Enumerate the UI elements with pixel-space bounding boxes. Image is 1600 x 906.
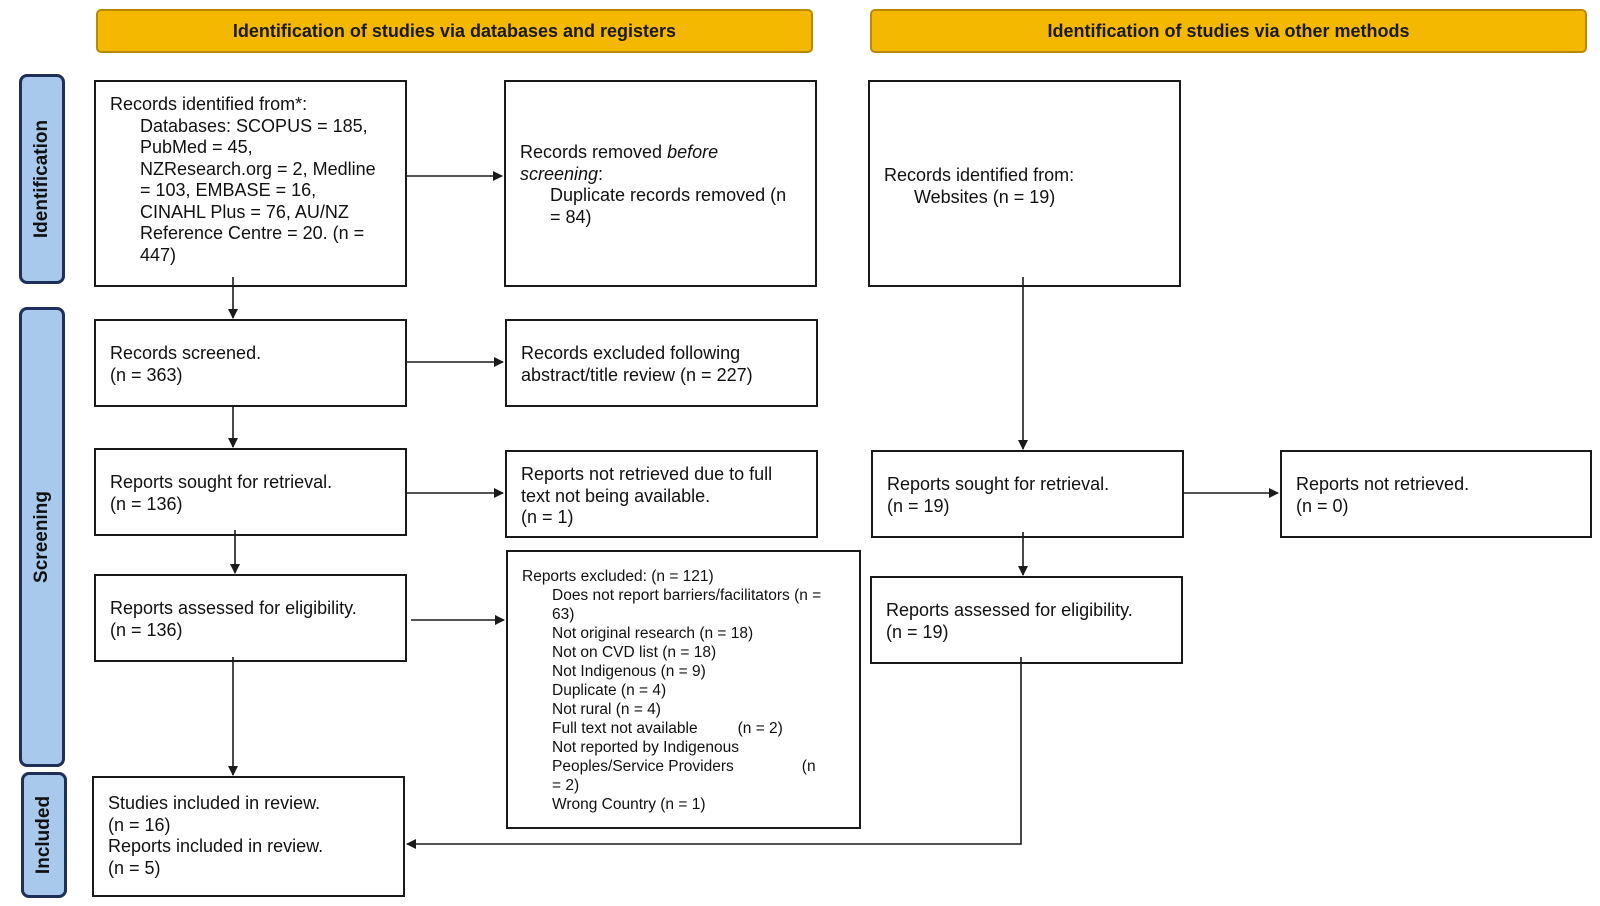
reports-included-label: Reports included in review.: [108, 836, 324, 856]
reports-excluded-part: Full text not available: [552, 720, 698, 737]
records-removed-box: Records removed before screening: Duplic…: [504, 80, 817, 287]
reports-sought-other-title: Reports sought for retrieval.: [887, 474, 1110, 494]
reports-excluded-line: Not Indigenous (n = 9): [552, 663, 706, 680]
records-identified-line: CINAHL Plus = 76, AU/NZ: [140, 201, 349, 222]
records-screened-title: Records screened.: [110, 343, 262, 363]
not-retrieved-db-line-1: Reports not retrieved due to full: [521, 464, 773, 484]
reports-excluded-title: Reports excluded: (n = 121): [522, 568, 714, 585]
records-identified-line: PubMed = 45,: [140, 137, 253, 157]
reports-excluded-line: = 2): [552, 777, 580, 794]
reports-excluded-box: Reports excluded: (n = 121) Does not rep…: [506, 550, 861, 829]
records-identified-line: Reference Centre = 20. (n =: [140, 223, 365, 243]
records-removed-line: Duplicate records removed (n: [550, 185, 787, 205]
not-retrieved-db-line-3: (n = 1): [521, 507, 574, 527]
reports-excluded-line: Not original research (n = 18): [552, 625, 754, 642]
records-removed-title: Records removed before: [520, 142, 801, 164]
studies-included-label: Studies included in review.: [108, 793, 321, 813]
reports-not-retrieved-db-box: Reports not retrieved due to full text n…: [505, 450, 818, 538]
arrow-other-assessed-to-included: [406, 657, 1022, 849]
records-identified-line: Databases: SCOPUS = 185,: [140, 115, 368, 136]
reports-assessed-db-title: Reports assessed for eligibility.: [110, 598, 357, 618]
records-identified-title: Records identified from*:: [110, 94, 308, 114]
records-removed-title-em: before: [667, 142, 719, 162]
records-excluded-line-1: Records excluded following: [521, 343, 741, 363]
not-retrieved-db-line-2: text not being available.: [521, 485, 711, 506]
reports-sought-other-n: (n = 19): [887, 495, 950, 516]
reports-sought-db-title: Reports sought for retrieval.: [110, 472, 333, 492]
reports-excluded-part: Peoples/Service Providers: [552, 758, 734, 775]
records-identified-line: NZResearch.org = 2, Medline: [140, 158, 376, 179]
records-excluded-box: Records excluded following abstract/titl…: [505, 319, 818, 407]
included-box: Studies included in review. (n = 16) Rep…: [92, 776, 405, 897]
records-removed-title-2: screening:: [520, 164, 801, 186]
reports-excluded-line: Not on CVD list (n = 18): [552, 644, 717, 661]
reports-assessed-other-box: Reports assessed for eligibility. (n = 1…: [870, 576, 1183, 664]
reports-excluded-part: (n = 2): [737, 720, 783, 737]
studies-included-n: (n = 16): [108, 814, 171, 835]
reports-sought-db-box: Reports sought for retrieval. (n = 136): [94, 448, 407, 536]
reports-excluded-line: Does not report barriers/facilitators (n…: [552, 587, 822, 604]
phase-identification: Identification: [19, 74, 65, 284]
reports-assessed-other-n: (n = 19): [886, 621, 949, 642]
records-excluded-line-2: abstract/title review (n = 227): [521, 364, 753, 385]
reports-sought-other-box: Reports sought for retrieval. (n = 19): [871, 450, 1184, 538]
header-other-methods: Identification of studies via other meth…: [870, 9, 1587, 53]
reports-excluded-line: Not rural (n = 4): [552, 701, 661, 718]
reports-included-n: (n = 5): [108, 857, 161, 878]
records-removed-title-em2: screening: [520, 163, 599, 184]
reports-not-retrieved-other-box: Reports not retrieved. (n = 0): [1280, 450, 1592, 538]
records-removed-title-plain: Records removed: [520, 142, 668, 162]
reports-excluded-line: Full text not available (n = 2): [522, 719, 845, 738]
reports-assessed-other-title: Reports assessed for eligibility.: [886, 600, 1133, 620]
records-identified-line: 447): [140, 244, 177, 265]
reports-excluded-line: Duplicate (n = 4): [552, 682, 667, 699]
reports-assessed-db-n: (n = 136): [110, 619, 183, 640]
phase-screening: Screening: [19, 307, 65, 767]
other-identified-box: Records identified from: Websites (n = 1…: [868, 80, 1181, 287]
reports-sought-db-n: (n = 136): [110, 493, 183, 514]
reports-assessed-db-box: Reports assessed for eligibility. (n = 1…: [94, 574, 407, 662]
records-removed-line: = 84): [550, 206, 592, 227]
other-identified-title: Records identified from:: [884, 165, 1075, 185]
not-retrieved-other-title: Reports not retrieved.: [1296, 474, 1470, 494]
header-databases-registers: Identification of studies via databases …: [96, 9, 813, 53]
phase-included: Included: [21, 772, 67, 898]
other-identified-line: Websites (n = 19): [914, 186, 1056, 207]
reports-excluded-line: Peoples/Service Providers (n: [522, 757, 845, 776]
records-removed-colon: :: [598, 163, 604, 184]
records-identified-box: Records identified from*: Databases: SCO…: [94, 80, 407, 287]
records-screened-n: (n = 363): [110, 364, 183, 385]
reports-excluded-line: Wrong Country (n = 1): [552, 796, 706, 813]
records-screened-box: Records screened. (n = 363): [94, 319, 407, 407]
reports-excluded-line: Not reported by Indigenous: [552, 739, 739, 756]
reports-excluded-part: (n: [801, 758, 816, 775]
records-identified-line: = 103, EMBASE = 16,: [140, 180, 317, 200]
reports-excluded-line: 63): [552, 606, 575, 623]
not-retrieved-other-n: (n = 0): [1296, 495, 1349, 516]
